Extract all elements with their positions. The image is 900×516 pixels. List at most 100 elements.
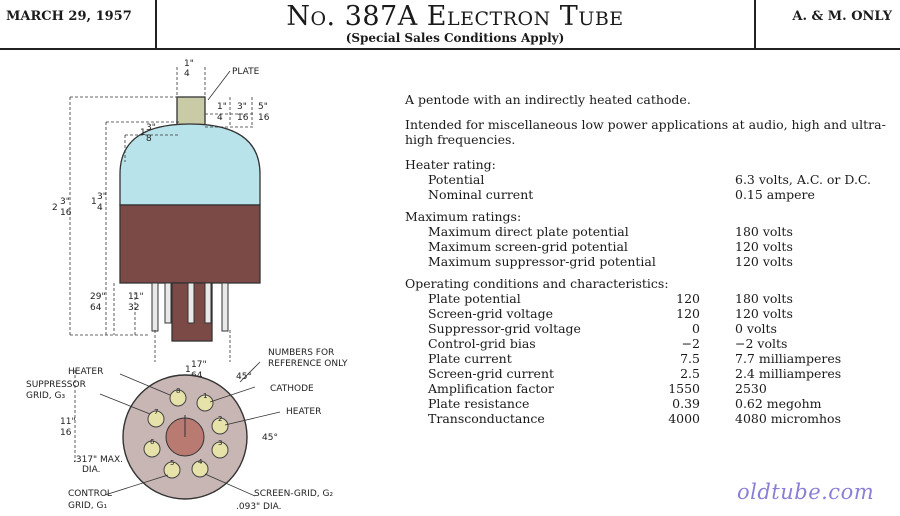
spec-row: Plate resistance 0.39 0.62 megohm (405, 396, 895, 411)
spec-label: Amplification factor (428, 381, 554, 396)
svg-text:8: 8 (146, 134, 152, 144)
svg-text:1: 1 (185, 365, 191, 375)
label-angle: 45° (262, 433, 278, 443)
svg-text:16: 16 (60, 208, 72, 218)
pin-number: 1 (203, 392, 207, 400)
svg-text:29": 29" (90, 292, 106, 302)
page-title: No. 387A Electron Tube (286, 1, 624, 32)
svg-text:1": 1" (184, 59, 194, 69)
spec-label: Suppressor-grid voltage (428, 321, 581, 336)
spec-label: Potential (428, 172, 485, 187)
label-screen-grid: SCREEN-GRID, G₂ (254, 489, 333, 499)
spec-row: Maximum suppressor-grid potential 120 vo… (405, 254, 895, 269)
svg-text:16: 16 (60, 428, 72, 438)
spec-label: Maximum direct plate potential (428, 224, 629, 239)
spec-row: Potential 6.3 volts, A.C. or D.C. (405, 172, 895, 187)
label-angle: 45° (236, 372, 252, 382)
spec-label: Plate current (428, 351, 512, 366)
label-reference: REFERENCE ONLY (268, 359, 348, 369)
svg-text:11": 11" (128, 292, 144, 302)
spec-row: Plate potential 120 180 volts (405, 291, 895, 306)
spec-value: 120 (676, 306, 700, 321)
spec-label: Screen-grid current (428, 366, 555, 381)
pin (151, 282, 159, 332)
watermark: oldtube.com (737, 480, 875, 504)
label-suppressor-grid: GRID, G₃ (26, 391, 66, 401)
svg-text:4: 4 (97, 203, 103, 213)
spec-value: 120 volts (735, 239, 793, 254)
pin (164, 282, 172, 324)
spec-label: Nominal current (428, 187, 534, 202)
spec-label: Screen-grid voltage (428, 306, 554, 321)
svg-text:4: 4 (184, 69, 190, 79)
pin-number: 4 (198, 458, 203, 466)
svg-text:16: 16 (258, 113, 270, 123)
svg-text:17": 17" (191, 360, 207, 370)
spec-row: Screen-grid voltage 120 120 volts (405, 306, 895, 321)
spec-value: 4080 micromhos (735, 411, 841, 426)
label-heater-left: HEATER (68, 367, 103, 377)
spec-label: Control-grid bias (428, 336, 536, 351)
spec-value: 0.62 megohm (735, 396, 822, 411)
spec-value: 120 volts (735, 306, 793, 321)
spec-row: Suppressor-grid voltage 0 0 volts (405, 321, 895, 336)
spec-value: 120 volts (735, 254, 793, 269)
spec-value: 0.39 (672, 396, 700, 411)
spec-value: 180 volts (735, 224, 793, 239)
header: MARCH 29, 1957 No. 387A Electron Tube (S… (0, 0, 900, 50)
svg-text:1": 1" (217, 102, 227, 112)
spec-label: Plate resistance (428, 396, 530, 411)
spec-value: 7.5 (680, 351, 700, 366)
pin-number: 8 (176, 387, 180, 395)
tube-side-view (119, 96, 261, 342)
svg-text:16: 16 (237, 113, 249, 123)
label-cathode: CATHODE (270, 384, 314, 394)
svg-text:3": 3" (97, 192, 107, 202)
spec-value: 120 (676, 291, 700, 306)
spec-label: Transconductance (428, 411, 545, 426)
spec-value: 1550 (668, 381, 700, 396)
spec-sheet: A pentode with an indirectly heated cath… (405, 92, 895, 426)
spec-row: Plate current 7.5 7.7 milliamperes (405, 351, 895, 366)
spec-row: Screen-grid current 2.5 2.4 milliamperes (405, 366, 895, 381)
label-suppressor: SUPPRESSOR (26, 380, 86, 390)
section-heading: Maximum ratings: (405, 209, 522, 224)
description-line: A pentode with an indirectly heated cath… (405, 92, 691, 107)
svg-text:2: 2 (52, 203, 58, 213)
label-max-dia: .317" MAX. (73, 455, 123, 465)
svg-text:3": 3" (146, 123, 156, 133)
spec-value: 0 (692, 321, 700, 336)
description-text: Intended for miscellaneous low power app… (405, 117, 886, 147)
header-divider-left (155, 0, 157, 48)
spec-row: Amplification factor 1550 2530 (405, 381, 895, 396)
svg-text:1: 1 (140, 128, 146, 138)
spec-value: 180 volts (735, 291, 793, 306)
spec-row: Maximum screen-grid potential 120 volts (405, 239, 895, 254)
svg-text:4: 4 (217, 113, 223, 123)
spec-row: Control-grid bias −2 −2 volts (405, 336, 895, 351)
section-heading: Operating conditions and characteristics… (405, 276, 669, 291)
spec-label: Maximum screen-grid potential (428, 239, 628, 254)
spec-value: −2 volts (735, 336, 788, 351)
spec-row: Maximum direct plate potential 180 volts (405, 224, 895, 239)
pin-number: 3 (218, 439, 222, 447)
pin-number: 6 (150, 438, 155, 446)
spec-value: 4000 (668, 411, 700, 426)
spec-value: 0.15 ampere (735, 187, 815, 202)
pin (204, 282, 212, 324)
spec-label: Maximum suppressor-grid potential (428, 254, 656, 269)
svg-text:32: 32 (128, 303, 139, 313)
pin-circles (143, 389, 229, 479)
svg-text:5": 5" (258, 102, 268, 112)
label-numbers: NUMBERS FOR (268, 348, 334, 358)
pin-number: 7 (154, 408, 158, 416)
spec-value: 7.7 milliamperes (735, 351, 842, 366)
pin-number: 5 (170, 459, 174, 467)
spec-value: −2 (681, 336, 700, 351)
header-divider-right (754, 0, 756, 48)
dimension-lines (69, 67, 255, 362)
header-date: MARCH 29, 1957 (6, 9, 132, 24)
svg-text:64: 64 (90, 303, 102, 313)
label-heater-right: HEATER (286, 407, 321, 417)
